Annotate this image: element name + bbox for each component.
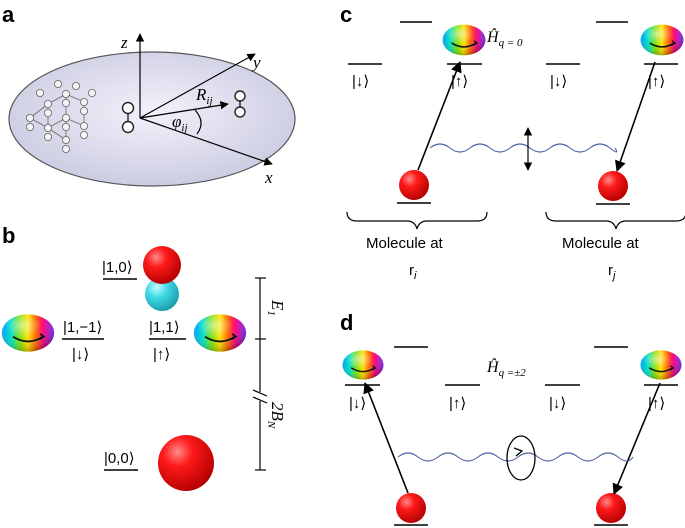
position-right-label: rj [608, 262, 616, 282]
panel-c: c Ĥq = 0 |↓⟩ |↑⟩ |↓⟩ |↑⟩ Molecule at ri … [340, 2, 685, 282]
axis-z-label: z [120, 33, 128, 52]
origin-molecule [121, 101, 135, 134]
cyan-lobe [145, 277, 179, 311]
transition-d-right [612, 382, 661, 496]
transition-c-right [615, 61, 656, 173]
dipole-interaction-d [397, 452, 634, 462]
orbital-c-right-icon [639, 23, 685, 57]
ket-c-down-right: |↓⟩ [550, 73, 567, 90]
panel-c-label: c [340, 2, 352, 27]
angle-arc [194, 109, 202, 135]
ket-down-b: |↓⟩ [72, 346, 89, 363]
brace-right [545, 211, 685, 230]
axis-x [139, 117, 273, 166]
rotation-ellipse [506, 435, 536, 481]
ket-d-down-right: |↓⟩ [549, 395, 566, 412]
transition-d-left [363, 381, 409, 494]
hamiltonian-c: Ĥq = 0 [486, 27, 523, 49]
orbital-1-1-icon [192, 313, 248, 353]
molecule-left-label: Molecule at [366, 235, 444, 252]
sphere-d-left [396, 493, 426, 523]
ket-c-up-right: |↑⟩ [648, 73, 665, 90]
ket-d-down-left: |↓⟩ [349, 395, 366, 412]
distance-vector [139, 101, 229, 119]
panel-a: a [2, 2, 296, 187]
ket-d-up-right: |↑⟩ [648, 395, 665, 412]
ground-sphere [158, 435, 214, 491]
panel-a-label: a [2, 2, 15, 27]
disk [8, 51, 296, 187]
molecule-lattice [25, 80, 97, 153]
angle-label: φij [172, 112, 188, 134]
sphere-d-right [596, 493, 626, 523]
target-molecule [234, 90, 246, 118]
hamiltonian-d: Ĥq =±2 [486, 357, 526, 379]
ket-c-up-left: |↑⟩ [451, 73, 468, 90]
rotation-arrow-icon [513, 447, 524, 457]
panel-d: d Ĥq =±2 |↓⟩ |↑⟩ |↓⟩ |↑⟩ [340, 310, 683, 526]
ket-1-1: |1,1⟩ [149, 319, 180, 336]
energy-bar [252, 277, 268, 471]
sphere-c-left [399, 170, 429, 200]
position-left-label: ri [409, 262, 417, 282]
orbital-d-right-icon [639, 349, 683, 381]
distance-label: Rij [195, 85, 213, 107]
ket-1-0: |1,0⟩ [102, 259, 133, 276]
orbital-1-minus1-icon [0, 313, 56, 353]
panel-d-label: d [340, 310, 353, 335]
panel-b: b |1,0⟩ |1,−1⟩ |↓⟩ |1,1⟩ |↑⟩ |0,0⟩ E1 2 [0, 223, 287, 491]
axis-x-label: x [264, 168, 273, 187]
dipole-interaction-c [429, 143, 618, 153]
transition-c-left [417, 60, 462, 171]
ket-1-minus1: |1,−1⟩ [63, 319, 102, 336]
ket-up-b: |↑⟩ [153, 346, 170, 363]
energy-label: E1 [265, 299, 287, 316]
orbital-d-left-icon [341, 349, 385, 381]
orbital-c-left-icon [441, 23, 487, 57]
molecule-right-label: Molecule at [562, 235, 640, 252]
gap-label: 2BN [265, 402, 287, 429]
ket-c-down-left: |↓⟩ [352, 73, 369, 90]
brace-left [346, 211, 488, 230]
axis-y [139, 53, 256, 119]
red-lobe [143, 246, 181, 284]
axis-y-label: y [251, 53, 261, 72]
sphere-c-right [598, 171, 628, 201]
panel-b-label: b [2, 223, 15, 248]
ket-d-up-left: |↑⟩ [449, 395, 466, 412]
ket-0-0: |0,0⟩ [104, 450, 135, 467]
